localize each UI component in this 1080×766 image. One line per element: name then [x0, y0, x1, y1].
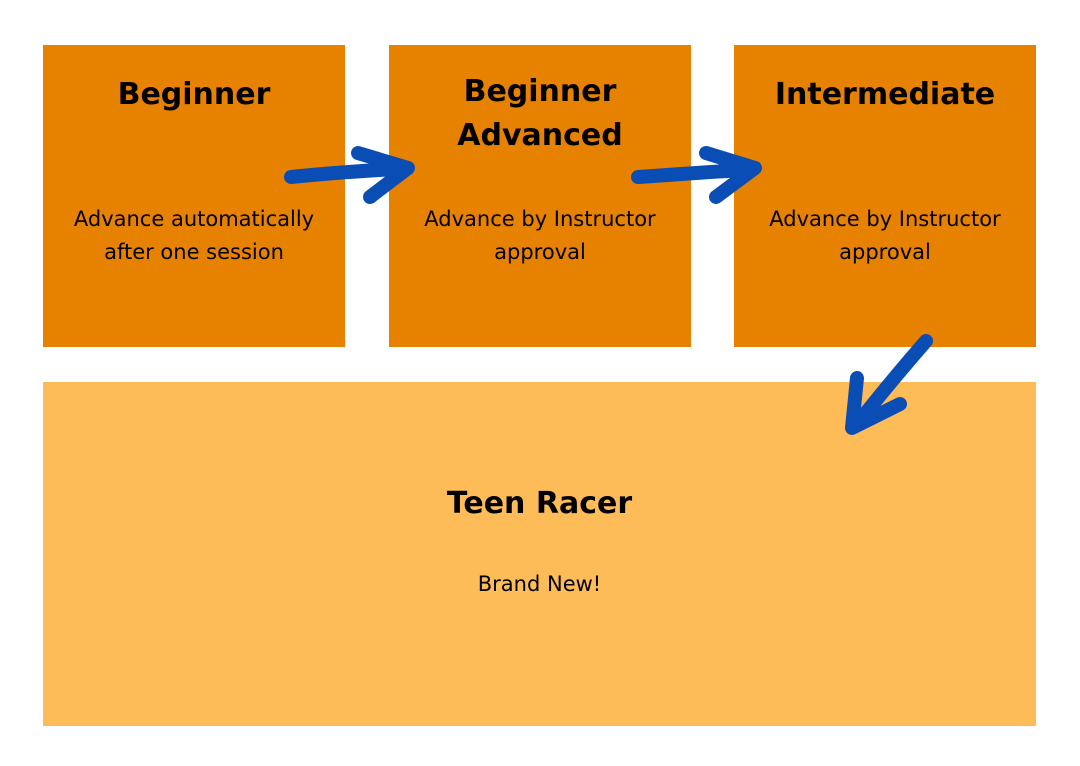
beginner-box: Beginner Advance automatically after one…	[43, 45, 345, 347]
intermediate-description: Advance by Instructor approval	[769, 207, 1001, 264]
intermediate-title: Intermediate	[774, 77, 996, 112]
beginner-advanced-description: Advance by Instructor approval	[424, 207, 656, 264]
teen-racer-box: Teen Racer Brand New!	[43, 382, 1036, 726]
beginner-title: Beginner	[117, 77, 271, 112]
intermediate-box: Intermediate Advance by Instructor appro…	[734, 45, 1036, 347]
teen-racer-description: Brand New!	[477, 572, 602, 596]
beginner-advanced-box: Beginner Advanced Advance by Instructor …	[389, 45, 691, 347]
beginner-advanced-title: Beginner Advanced	[457, 74, 623, 153]
teen-racer-title: Teen Racer	[446, 486, 633, 521]
beginner-description: Advance automatically after one session	[73, 207, 315, 264]
